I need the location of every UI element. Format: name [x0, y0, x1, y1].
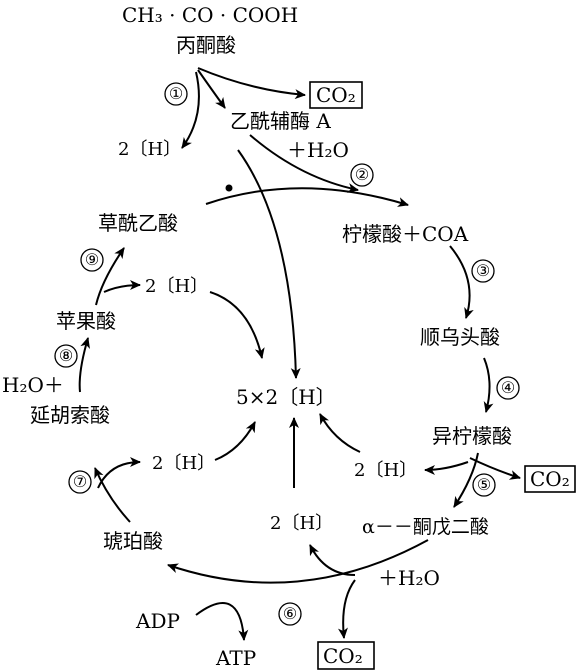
step-9-number: ⑨ — [85, 250, 99, 269]
acetyl-coa-name: 乙酰辅酶 A — [230, 109, 331, 133]
step-1-circle — [164, 82, 188, 106]
co2-box-bottom — [317, 641, 375, 670]
arrow-alphakg-to-2h — [309, 544, 356, 576]
arc-fumarate-to-malate — [78, 337, 90, 393]
alpha-kg-name: α－－酮戊二酸 — [362, 516, 489, 538]
arc-aconitate-to-isocitrate — [483, 357, 494, 413]
arc-isocitrate-to-alphakg — [453, 452, 479, 508]
step-8-circle — [54, 344, 78, 368]
h-label-alphakg: 2〔H〕 — [270, 513, 333, 534]
arrow-adp-to-atp — [195, 602, 249, 641]
arrow-lower-left-2h-to-center — [214, 421, 256, 461]
step-4-number: ④ — [501, 378, 515, 397]
step-7-number: ⑦ — [73, 472, 87, 491]
arrow-alphakg-to-co2 — [337, 579, 356, 639]
step-3-number: ③ — [476, 261, 490, 280]
water-plus-label: H₂O＋ — [2, 373, 64, 397]
arrow-to-co2-top — [197, 67, 306, 100]
citrate-name: 柠檬酸＋COA — [342, 222, 469, 246]
adp-label: ADP — [135, 609, 180, 633]
step-5-circle — [472, 473, 496, 497]
pyruvate-name: 丙酮酸 — [176, 33, 236, 57]
co2-box-top — [309, 81, 363, 109]
co2-box-right — [524, 465, 576, 493]
arrow-isocitrate-to-co2 — [469, 457, 521, 480]
step-1-number: ① — [169, 84, 183, 103]
step-4-circle — [496, 376, 520, 400]
arc-succinate-to-fumarate — [94, 467, 131, 523]
step-8-number: ⑧ — [59, 346, 73, 365]
h-label-pyruvate: 2〔H〕 — [118, 139, 181, 160]
step-9-circle — [80, 248, 104, 272]
co2-label-right: CO₂ — [530, 467, 570, 491]
center-hydrogen-total: 5×2〔H〕 — [236, 385, 336, 409]
pyruvate-formula: CH₃ · CO · COOH — [122, 3, 298, 27]
malate-name: 苹果酸 — [56, 309, 116, 333]
cycle-dot — [225, 184, 233, 192]
arrow-top-2h-to-center — [237, 149, 301, 379]
step-3-circle — [471, 259, 495, 283]
cis-aconitate-name: 顺乌头酸 — [420, 325, 500, 349]
step-5-number: ⑤ — [477, 475, 491, 494]
arc-malate-to-oxaloacetate — [95, 247, 125, 306]
atp-label: ATP — [215, 646, 256, 670]
arrow-pyruvate-2h — [181, 71, 200, 149]
h-label-malate: 2〔H〕 — [145, 276, 208, 297]
succinate-name: 琥珀酸 — [103, 529, 163, 553]
arc-oxaloacetate-to-citrate — [205, 187, 409, 207]
plus-water-top: ＋H₂O — [287, 138, 349, 162]
fumarate-name: 延胡索酸 — [30, 403, 110, 427]
arrow-succinate-to-2h — [97, 457, 141, 489]
isocitrate-name: 异柠檬酸 — [432, 424, 512, 448]
step-6-circle — [278, 602, 302, 626]
step-7-circle — [68, 470, 92, 494]
arrow-left-2h-to-center — [209, 291, 265, 359]
arc-citrate-to-aconitate — [449, 245, 474, 319]
step-6-number: ⑥ — [283, 604, 297, 623]
co2-label-top: CO₂ — [316, 83, 356, 107]
h-label-isocitrate: 2〔H〕 — [354, 460, 417, 481]
plus-water-bottom: ＋H₂O — [378, 566, 440, 590]
step-2-circle — [350, 163, 374, 187]
oxaloacetate-name: 草酰乙酸 — [98, 211, 178, 235]
arrow-right-2h-to-center — [319, 413, 361, 453]
h-label-succinate: 2〔H〕 — [152, 453, 215, 474]
arc-alphakg-to-succinate — [167, 539, 429, 584]
step-2-number: ② — [355, 165, 369, 184]
co2-label-bottom: CO₂ — [323, 644, 363, 668]
arrow-isocitrate-to-2h — [424, 461, 469, 475]
arrow-malate-to-2h — [103, 280, 141, 293]
arrow-acetylcoa-to-citrate — [249, 134, 359, 193]
arrow-to-acetyl-coa — [197, 69, 226, 109]
